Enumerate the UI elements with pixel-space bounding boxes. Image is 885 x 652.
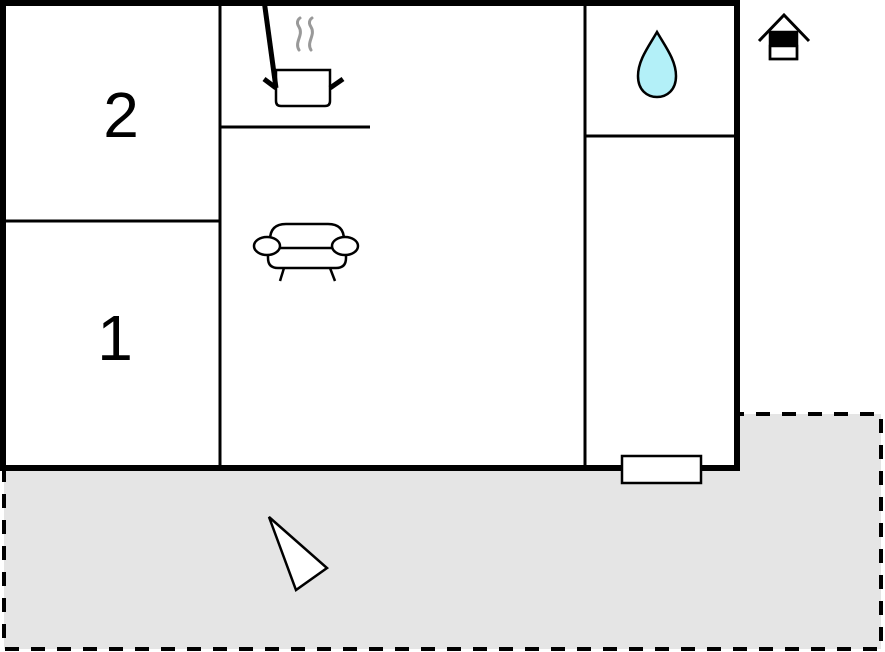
house-outer-wall — [0, 0, 740, 471]
room-label-bedroom-1: 1 — [97, 302, 133, 374]
entrance-door — [620, 454, 703, 485]
sofa-icon — [252, 222, 360, 282]
north-arrow-icon — [267, 516, 330, 592]
cooking-pot-icon — [261, 0, 345, 108]
house-icon — [757, 12, 811, 61]
interior-walls — [3, 3, 737, 468]
room-label-bedroom-2: 2 — [103, 79, 139, 151]
water-drop-icon — [636, 29, 678, 99]
